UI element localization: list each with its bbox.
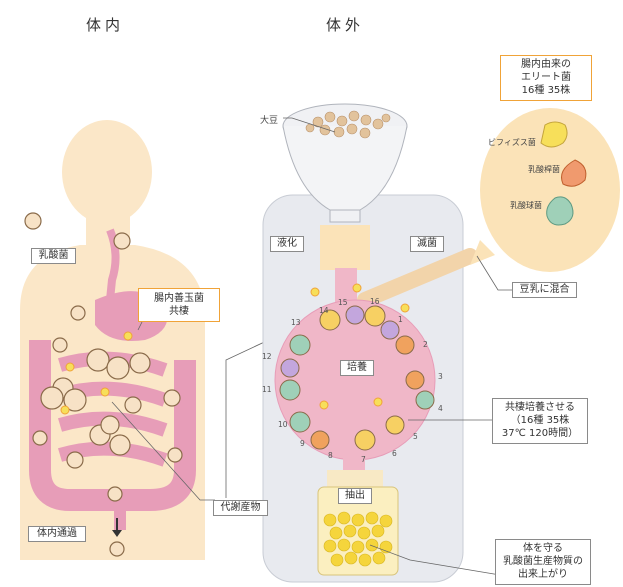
ring-number: 11 [262, 385, 272, 394]
symbiosis-line2: 共棲 [139, 305, 219, 318]
ring-number: 7 [361, 455, 366, 464]
ring-number: 15 [338, 298, 348, 307]
coculture-line1: 共棲培養させる [493, 401, 587, 414]
result-line1: 体を守る [496, 542, 590, 555]
ring-number: 10 [278, 420, 288, 429]
elite-label: 腸内由来の エリート菌 16種 35株 [500, 55, 592, 101]
coculture-line3: 37℃ 120時間） [493, 427, 587, 440]
ring-number: 6 [392, 449, 397, 458]
soybean-label: 大豆 [260, 113, 278, 126]
ring-number: 1 [398, 315, 403, 324]
ring-number: 8 [328, 451, 333, 460]
heading-outside: 体外 [326, 14, 364, 35]
rod-label: 乳酸桿菌 [528, 164, 560, 175]
ring-number: 3 [438, 372, 443, 381]
elite-line2: エリート菌 [501, 71, 591, 84]
ring-number: 14 [319, 306, 329, 315]
result-label: 体を守る 乳酸菌生産物質の 出来上がり [495, 539, 591, 585]
coculture-line2: （16種 35株 [493, 414, 587, 427]
elite-line3: 16種 35株 [501, 84, 591, 97]
liquefy-column [320, 225, 370, 270]
ring-number: 9 [300, 439, 305, 448]
extract-label: 抽出 [338, 488, 372, 504]
ring-number: 16 [370, 297, 380, 306]
passage-label: 体内通過 [28, 526, 86, 542]
soymilk-mix-label: 豆乳に混合 [512, 282, 577, 298]
coculture-label: 共棲培養させる （16種 35株 37℃ 120時間） [492, 398, 588, 444]
result-line2: 乳酸菌生産物質の [496, 555, 590, 568]
symbiosis-line1: 腸内善玉菌 [139, 292, 219, 305]
bifido-label: ビフィズス菌 [488, 137, 536, 148]
culture-label: 培養 [340, 360, 374, 376]
coccus-label: 乳酸球菌 [510, 200, 542, 211]
sterilize-label: 滅菌 [410, 236, 444, 252]
elite-bacteria-bubble [470, 108, 620, 272]
ring-number: 4 [438, 404, 443, 413]
ring-number: 5 [413, 432, 418, 441]
ring-number: 12 [262, 352, 272, 361]
result-line3: 出来上がり [496, 568, 590, 581]
elite-line1: 腸内由来の [501, 58, 591, 71]
liquefy-label: 液化 [270, 236, 304, 252]
lactic-label: 乳酸菌 [31, 248, 76, 264]
ring-number: 2 [423, 340, 428, 349]
symbiosis-label: 腸内善玉菌 共棲 [138, 288, 220, 322]
ring-number: 13 [291, 318, 301, 327]
metabolite-label: 代謝産物 [213, 500, 268, 516]
heading-inside: 体内 [86, 14, 124, 35]
